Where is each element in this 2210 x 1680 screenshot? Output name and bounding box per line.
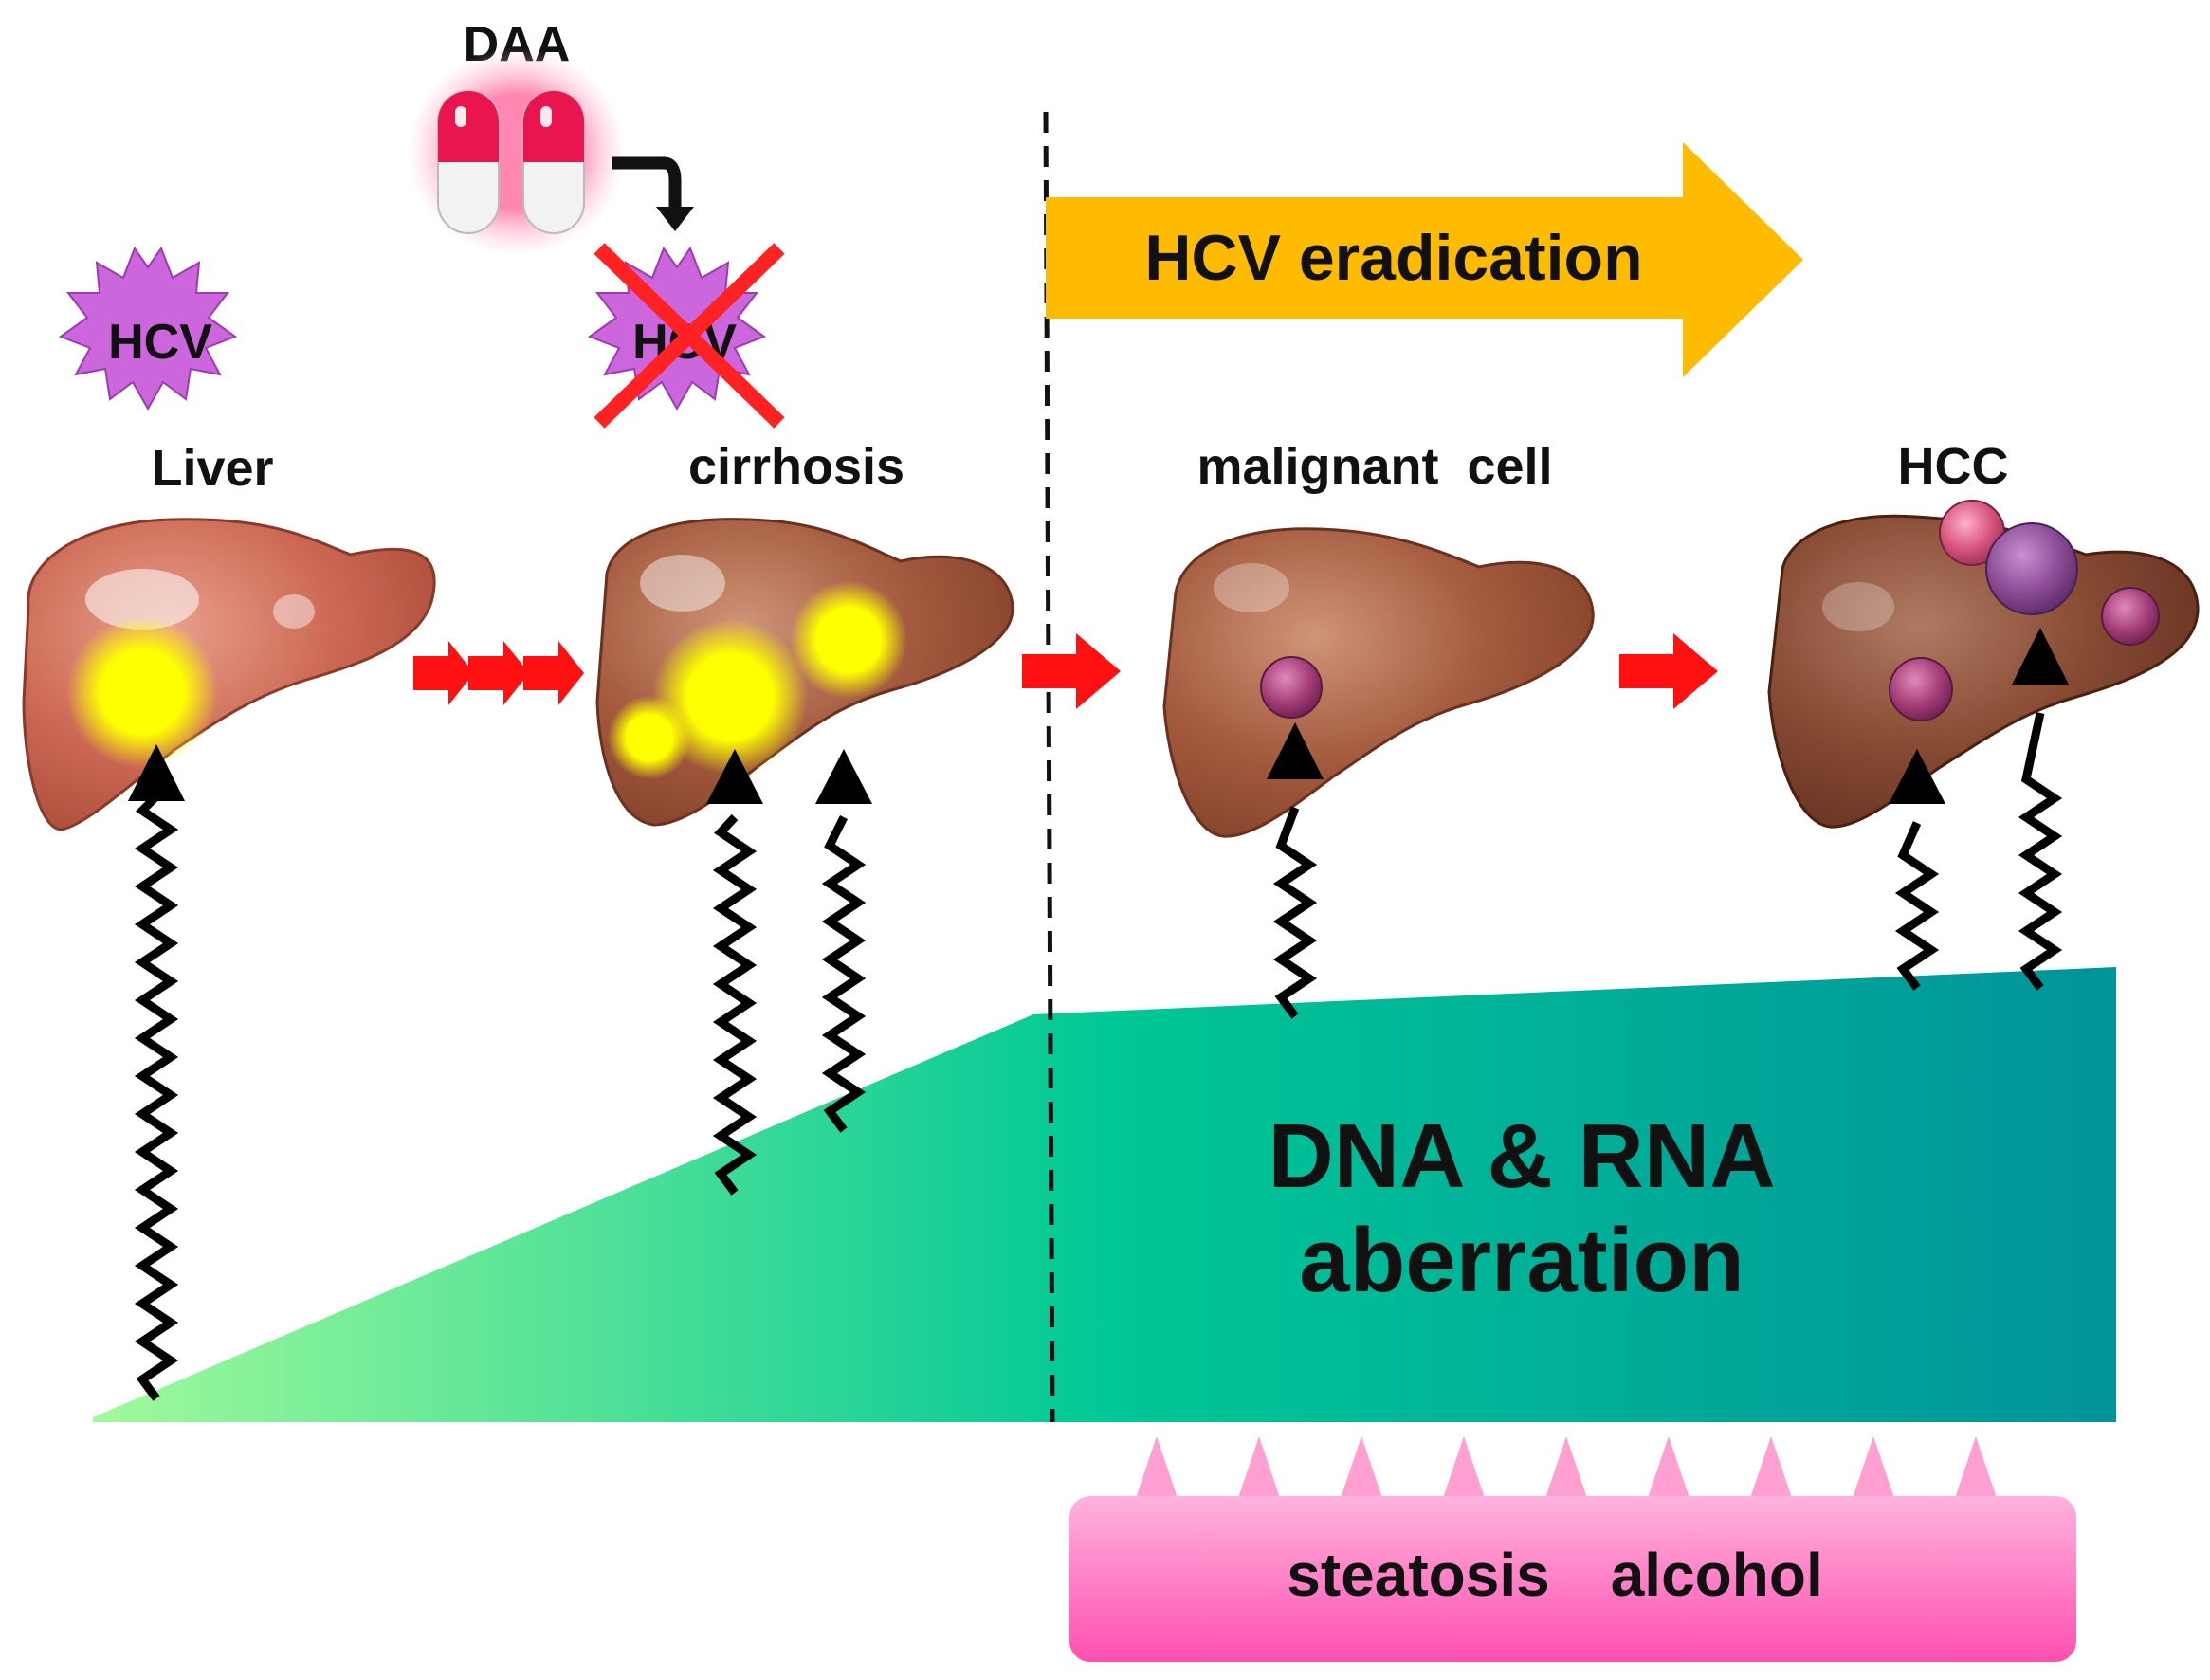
risk-factor-bar [1069,1436,2076,1662]
progression-arrow-3 [1619,633,1718,709]
progression-arrow-2 [1022,633,1121,709]
healthy-liver-icon [22,518,436,831]
cirrhotic-liver-icon [595,518,1014,827]
risk-factors-label: steatosis alcohol [1287,1541,1823,1609]
eradication-divider [1043,111,1055,1423]
aberration-label-line1: DNA & RNA [1268,1105,1775,1207]
daa-capsules-icon [408,47,626,256]
mutation-arrow-cirrhosis-2 [815,749,872,1133]
malignant-cell-label: malignant cell [1196,438,1552,495]
aberration-label-line2: aberration [1299,1210,1744,1311]
tumor-icon [1260,656,1323,719]
hcv-virus-icon [58,246,238,411]
cross-out-icon [594,243,785,429]
mutation-arrow-liver [128,744,185,1401]
mutation-arrow-hcc-1 [1889,749,1945,991]
hcv-virus-label: HCV [108,315,212,370]
eradication-label: HCV eradication [1144,222,1642,294]
progression-arrows-triple [413,641,584,705]
mutation-arrow-hcc-2 [2012,628,2069,991]
malignant-liver-icon [1162,527,1595,838]
liver-label: Liver [151,440,273,497]
curved-arrow-icon [612,156,694,231]
mutation-arrow-malignant [1267,722,1324,1019]
hcc-liver-icon [1767,500,2200,829]
mutation-arrow-cirrhosis-1 [706,749,763,1196]
eradication-arrow [1046,142,1803,377]
cirrhosis-label: cirrhosis [688,438,904,495]
aberration-wedge [93,967,2116,1422]
hcc-label: HCC [1898,438,2009,495]
